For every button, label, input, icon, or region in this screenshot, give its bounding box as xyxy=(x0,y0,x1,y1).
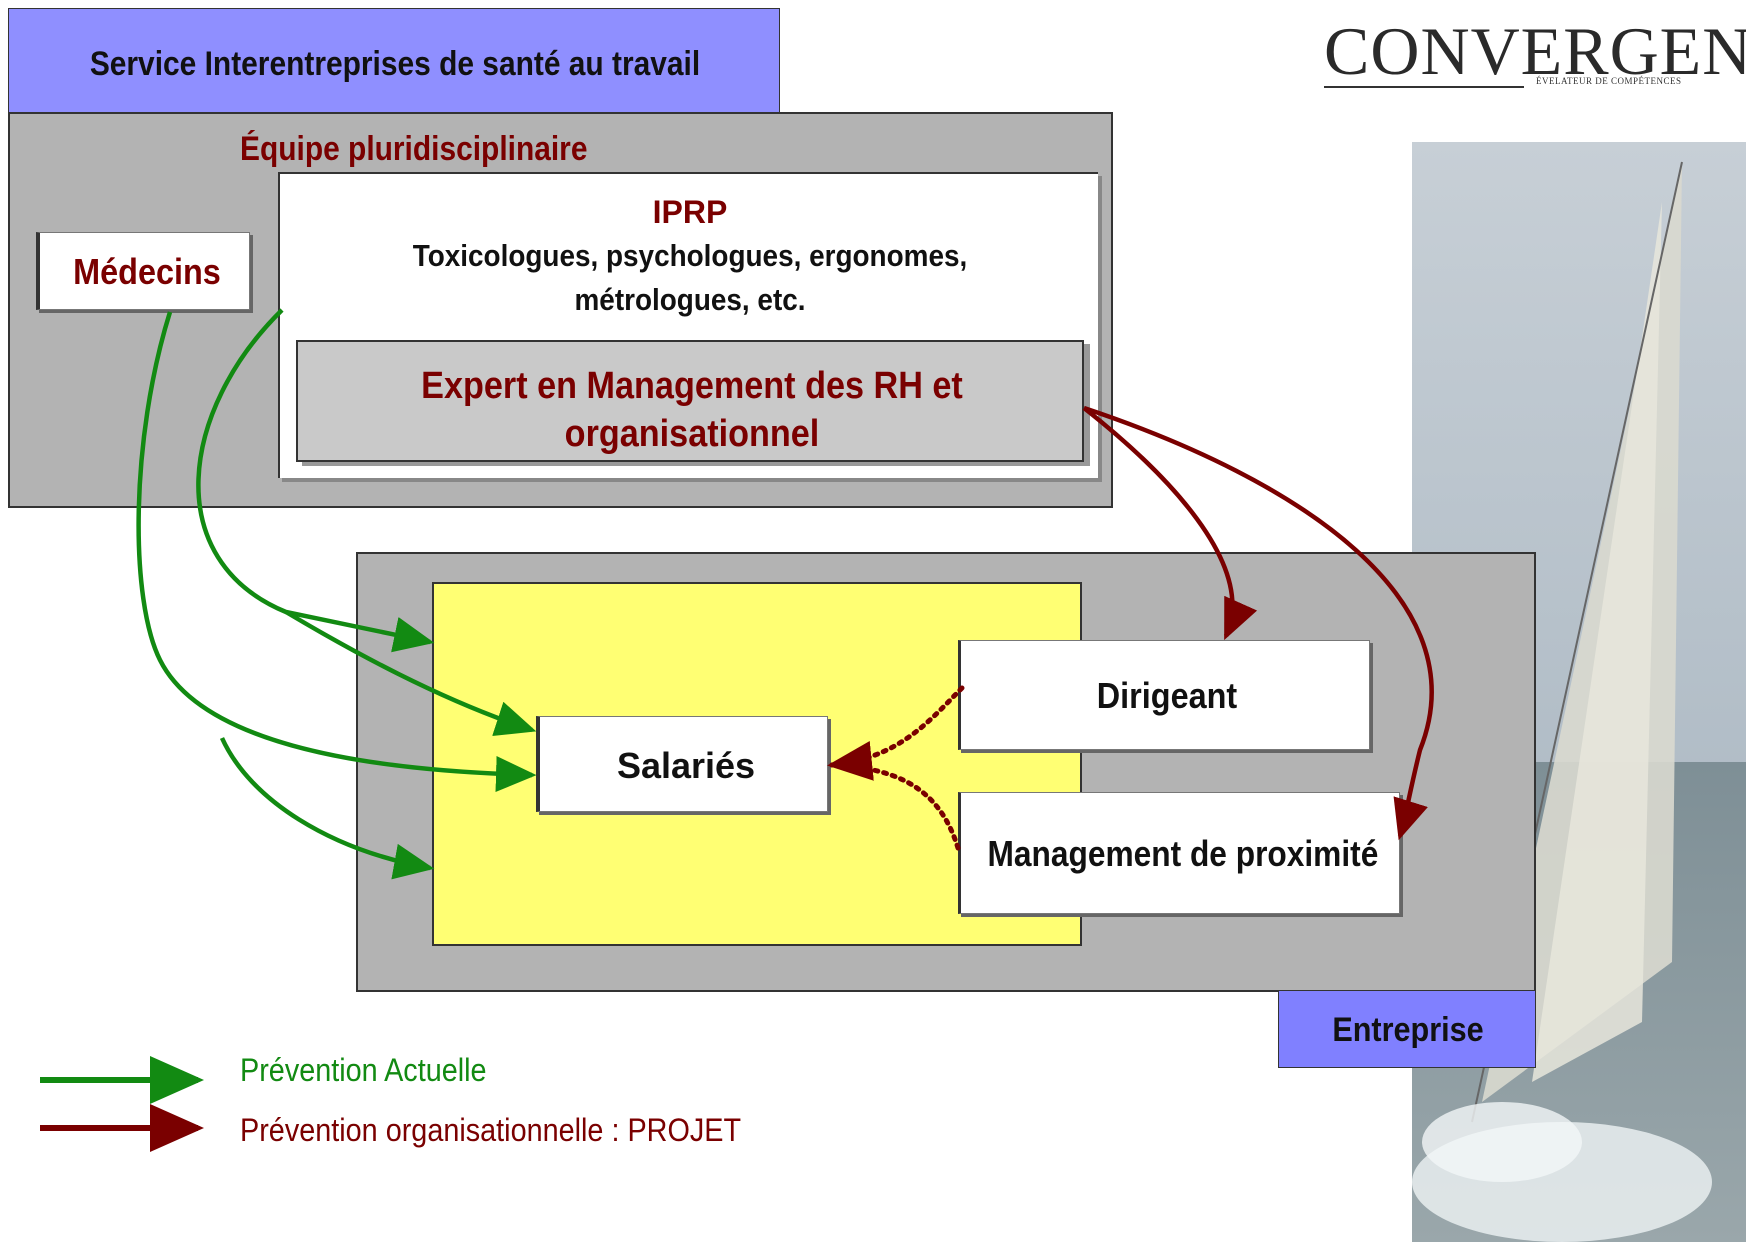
management-box: Management de proximité xyxy=(958,792,1400,914)
arrow-dirigeant-to-salaries xyxy=(827,685,965,781)
salaries-label: Salariés xyxy=(616,745,756,786)
arrow-iprp-to-salaries xyxy=(284,610,537,736)
expert-label-line1: Expert en Management des RH et xyxy=(421,365,963,407)
logo-wordmark: CONVERGENCE xyxy=(1324,18,1746,88)
expert-label-line2: organisationnel xyxy=(564,413,820,455)
arrow-management-to-salaries xyxy=(829,762,961,851)
logo-underline xyxy=(1324,86,1524,88)
expert-box: Expert en Management des RH et organisat… xyxy=(296,340,1084,462)
dirigeant-label: Dirigeant xyxy=(1096,675,1238,716)
arrow-expert-to-dirigeant xyxy=(1082,406,1258,641)
entreprise-tag: Entreprise xyxy=(1278,990,1536,1068)
management-label: Management de proximité xyxy=(987,833,1379,874)
arrow-iprp-to-zone xyxy=(196,308,435,653)
iprp-title: IPRP xyxy=(652,194,728,230)
dirigeant-box: Dirigeant xyxy=(958,640,1370,750)
medecins-box: Médecins xyxy=(36,232,250,310)
legend-project-prevention: Prévention organisationnelle : PROJET xyxy=(240,1112,742,1148)
sailboat-photo xyxy=(1412,142,1746,1242)
arrow-medecins-to-salaries xyxy=(136,311,537,792)
expert-label: Expert en Management des RH et organisat… xyxy=(337,362,1046,458)
entreprise-label: Entreprise xyxy=(1332,1011,1484,1049)
iprp-professions-line2: métrologues, etc. xyxy=(574,282,806,317)
arrow-medecins-to-zone xyxy=(219,737,435,880)
medecins-label: Médecins xyxy=(73,251,221,292)
iprp-professions-line1: Toxicologues, psychologues, ergonomes, xyxy=(412,238,968,273)
service-title: Service Interentreprises de santé au tra… xyxy=(89,45,701,83)
legend-current-prevention: Prévention Actuelle xyxy=(240,1052,487,1088)
convergence-logo: CONVERGENCE ÉVELATEUR DE COMPÉTENCES xyxy=(1324,18,1746,88)
salaries-box: Salariés xyxy=(536,716,828,812)
arrow-expert-to-management xyxy=(1083,405,1434,841)
logo-subtitle: ÉVELATEUR DE COMPÉTENCES xyxy=(1536,76,1682,86)
service-box: Service Interentreprises de santé au tra… xyxy=(8,8,780,114)
team-label: Équipe pluridisciplinaire xyxy=(240,130,588,168)
